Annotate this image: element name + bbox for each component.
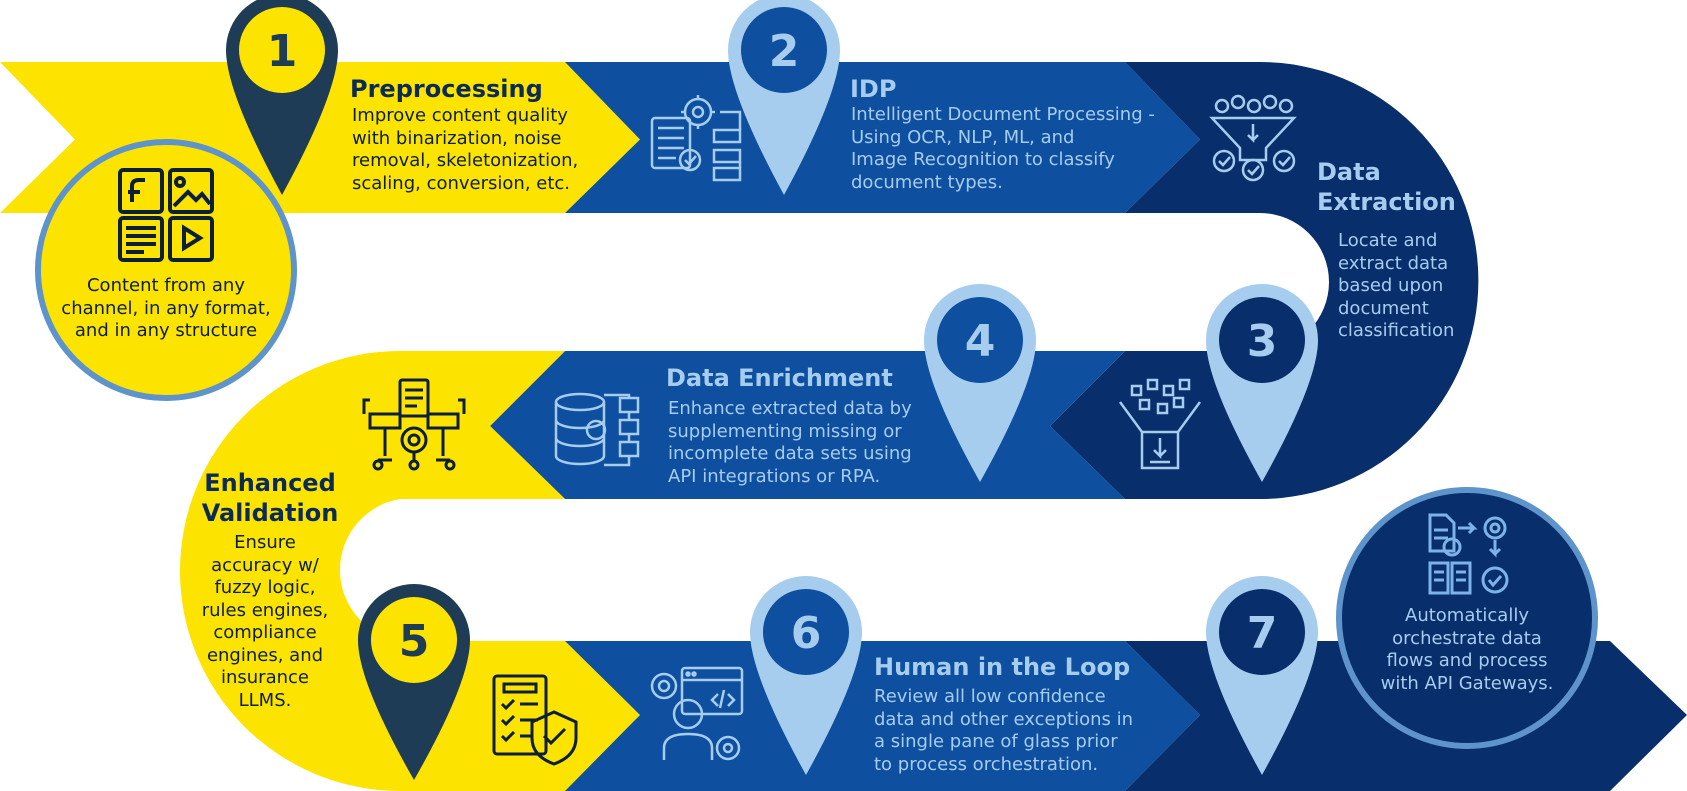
- pin-7: 7: [1206, 576, 1318, 775]
- road-row3-mid: [565, 641, 1200, 791]
- start-circle-text: Content from any channel, in any format,…: [61, 275, 271, 341]
- pin-number: 1: [267, 26, 298, 77]
- step2-text: Intelligent Document Processing - Using …: [851, 104, 1155, 193]
- human-code-icon: [650, 666, 744, 761]
- pin-number: 4: [965, 316, 996, 367]
- pin-number: 6: [791, 608, 822, 659]
- step4-title: Data Enrichment: [666, 364, 893, 392]
- step3-title: Data Extraction: [1317, 158, 1456, 216]
- step1-text: Improve content quality with binarizatio…: [352, 105, 579, 194]
- orchestration-icon: [1428, 513, 1509, 595]
- step1-title: Preprocessing: [350, 75, 543, 103]
- step5-text: Ensure accuracy w/ fuzzy logic, rules en…: [201, 532, 329, 711]
- validation-workflow-icon: [362, 378, 466, 471]
- step6-title: Human in the Loop: [874, 653, 1131, 681]
- workflow-gear-icon: [650, 95, 742, 182]
- step6-text: Review all low confidence data and other…: [874, 686, 1134, 775]
- pin-3: 3: [1206, 284, 1318, 482]
- funnel-checks-icon: [1209, 94, 1297, 182]
- road-uturn-left: [180, 351, 640, 791]
- pin-4: 4: [924, 284, 1036, 482]
- document-shield-icon: [492, 674, 578, 766]
- pin-number: 2: [769, 26, 800, 77]
- pin-number: 3: [1247, 316, 1278, 367]
- database-gear-icon: [554, 392, 640, 467]
- step5-title: Enhanced Validation: [201, 469, 339, 527]
- pin-number: 5: [399, 616, 430, 667]
- pin-2: 2: [728, 0, 840, 195]
- end-circle: [1336, 487, 1598, 749]
- step4-text: Enhance extracted data by supplementing …: [668, 398, 912, 487]
- step3-text: Locate and extract data based upon docum…: [1338, 230, 1455, 341]
- pin-1: 1: [226, 0, 338, 195]
- start-circle: [35, 139, 297, 401]
- step2-title: IDP: [850, 75, 897, 103]
- pin-5: 5: [358, 584, 470, 780]
- end-circle-text: Automatically orchestrate data flows and…: [1380, 605, 1554, 694]
- road-row1-mid: [565, 62, 1200, 213]
- content-formats-icon: [118, 168, 214, 262]
- pin-number: 7: [1247, 608, 1278, 659]
- pin-6: 6: [750, 576, 862, 775]
- data-extraction-icon: [1118, 378, 1202, 470]
